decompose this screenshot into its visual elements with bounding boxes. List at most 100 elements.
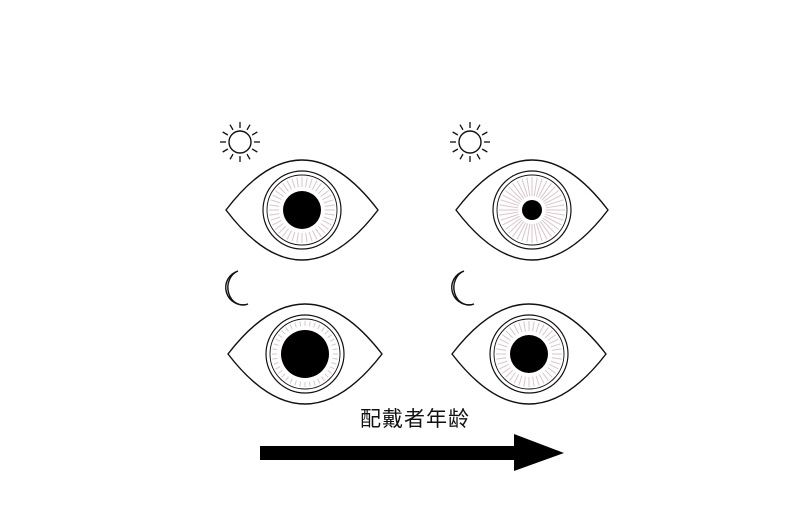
iris-ray	[324, 373, 329, 378]
iris-ray	[539, 221, 552, 237]
iris-inner-ring	[266, 174, 338, 246]
iris-ray	[499, 204, 519, 209]
iris-ray	[532, 376, 535, 387]
pupil	[522, 200, 542, 220]
iris-ray	[317, 225, 326, 234]
iris-ray	[311, 180, 318, 190]
iris-inner-ring	[493, 318, 565, 390]
pupil	[281, 330, 329, 378]
iris-ray	[272, 194, 282, 201]
iris-ray	[269, 204, 280, 207]
sun-ray	[229, 153, 234, 160]
iris-ray	[320, 190, 329, 197]
iris-ray	[545, 211, 565, 216]
sun-disc	[228, 130, 252, 154]
iris-ray	[513, 374, 520, 384]
iris-ray	[269, 213, 280, 216]
iris-ray	[331, 362, 337, 365]
iris-ray	[533, 177, 538, 197]
iris-ray	[497, 360, 508, 365]
iris-ray	[270, 216, 281, 221]
iris-ray	[509, 327, 516, 336]
iris-ray	[512, 183, 525, 199]
iris-ray	[317, 186, 326, 195]
iris-ray	[544, 215, 562, 226]
iris-ray	[308, 321, 311, 327]
arrow-right-icon	[260, 434, 564, 471]
iris-ray	[275, 190, 284, 197]
moon-icon	[451, 270, 475, 306]
iris-ray	[285, 327, 289, 332]
iris-ray	[323, 199, 334, 204]
iris-ray	[544, 330, 553, 339]
iris-ray	[289, 324, 293, 330]
iris-ray	[547, 367, 556, 374]
iris-ray	[305, 177, 308, 188]
iris-ray	[535, 322, 540, 333]
iris-ray	[270, 199, 281, 204]
sun-ray	[481, 148, 488, 153]
sun-icon	[450, 122, 490, 162]
iris-ray	[317, 378, 321, 384]
iris-ray	[322, 194, 332, 201]
sun-ray	[452, 131, 459, 136]
iris-ray	[311, 230, 318, 240]
iris-ray	[286, 180, 293, 190]
iris-ray	[538, 324, 545, 334]
iris-ray	[320, 223, 329, 230]
iris-ray	[549, 338, 559, 345]
iris-ray	[499, 363, 509, 370]
iris-ray	[499, 211, 519, 216]
iris-ray	[508, 186, 523, 201]
iris-ray	[291, 231, 296, 242]
iris-ray	[538, 374, 545, 384]
iris-ray	[282, 183, 289, 192]
iris-ray	[535, 223, 543, 242]
iris-ray	[545, 213, 564, 221]
iris-ray	[278, 186, 287, 195]
iris-ray	[505, 330, 514, 339]
iris-ray	[272, 219, 282, 226]
arrow-shaft	[260, 446, 522, 460]
iris-ray	[543, 190, 559, 203]
iris-ray	[545, 204, 565, 209]
iris-ray	[508, 219, 523, 234]
sun-ray	[481, 131, 488, 136]
iris-ray	[282, 228, 289, 237]
eye-old-night	[451, 303, 607, 405]
iris-ray	[272, 348, 278, 351]
iris-ray	[523, 321, 526, 332]
pupil	[510, 335, 548, 373]
iris-ray	[291, 178, 296, 189]
iris-ray	[273, 362, 279, 365]
iris-ray	[505, 190, 521, 203]
iris-ray	[502, 215, 520, 226]
iris-ray	[533, 223, 538, 243]
iris-ray	[289, 378, 293, 384]
iris-ray	[549, 363, 559, 370]
iris-ray	[315, 183, 322, 192]
iris-ray	[329, 338, 335, 342]
iris-ray	[541, 219, 556, 234]
iris-ray	[278, 334, 283, 338]
iris-ray	[332, 348, 338, 351]
iris-ray	[294, 322, 297, 328]
iris-ray	[332, 357, 338, 360]
iris-ray	[526, 177, 531, 197]
iris-ray	[272, 357, 278, 360]
iris-ray	[535, 178, 543, 197]
iris-ray	[324, 213, 335, 216]
iris-ray	[513, 324, 520, 334]
iris-ray	[544, 369, 553, 378]
iris-ray	[541, 186, 556, 201]
iris-ray	[539, 183, 552, 199]
iris-ray	[502, 194, 520, 205]
sun-disc	[458, 130, 482, 154]
iris-ray	[496, 348, 507, 351]
iris-ray	[281, 373, 286, 378]
iris-ray	[308, 231, 313, 242]
iris-ray	[321, 327, 325, 332]
eye-young-night	[227, 303, 383, 405]
iris-inner-ring	[496, 174, 568, 246]
